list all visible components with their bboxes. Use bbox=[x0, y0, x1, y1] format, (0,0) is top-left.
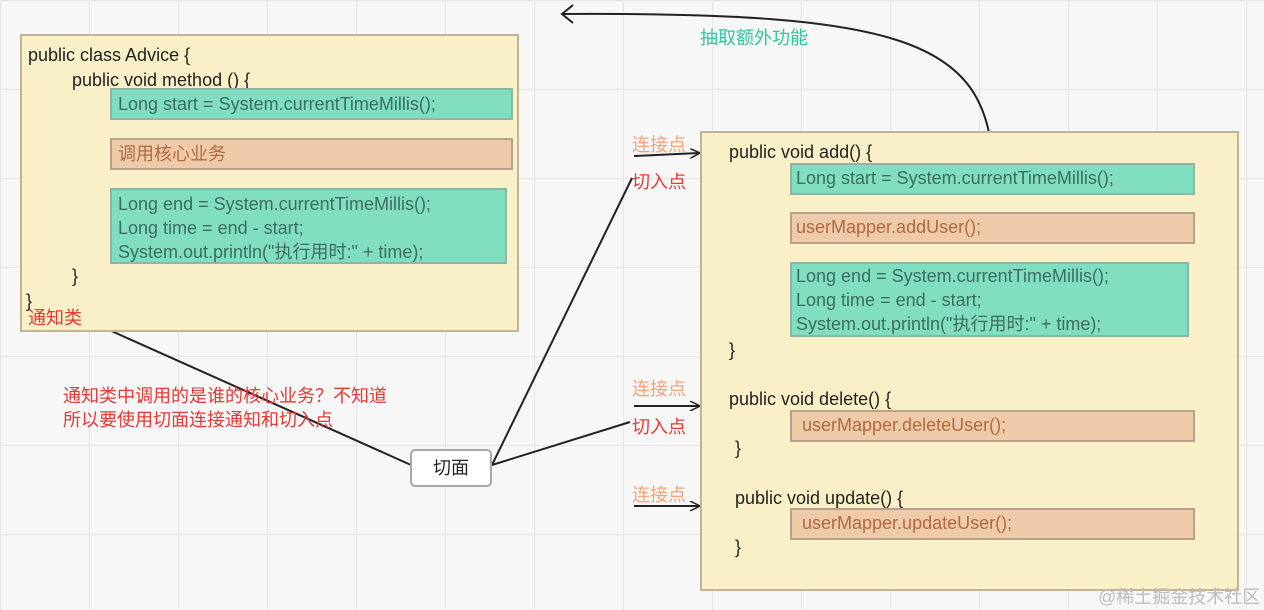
add-start-time-line: Long start = System.currentTimeMillis(); bbox=[796, 168, 1114, 188]
watermark: @稀土掘金技术社区 bbox=[1098, 587, 1261, 607]
aspect-to-pointcut-delete-line bbox=[491, 421, 631, 466]
advice-start-time-box: Long start = System.currentTimeMillis(); bbox=[110, 88, 513, 120]
advice-method-declaration: public void method () { bbox=[72, 70, 251, 90]
advice-to-aspect-line bbox=[97, 324, 412, 466]
add-print-line: System.out.println("执行用时:" + time); bbox=[796, 314, 1102, 334]
advice-start-time-line: Long start = System.currentTimeMillis(); bbox=[118, 94, 436, 114]
advice-print-line: System.out.println("执行用时:" + time); bbox=[118, 242, 424, 262]
joinpoint-label-update: 连接点 bbox=[632, 485, 686, 505]
delete-core-call-box: userMapper.deleteUser(); bbox=[790, 410, 1195, 442]
question-note-line-1: 通知类中调用的是谁的核心业务？不知道 bbox=[63, 386, 387, 406]
add-time-calc-line: Long time = end - start; bbox=[796, 290, 982, 310]
advice-core-call-box: 调用核心业务 bbox=[110, 138, 513, 170]
extract-arc-arrow bbox=[561, 12, 994, 163]
add-start-time-box: Long start = System.currentTimeMillis(); bbox=[790, 163, 1195, 195]
joinpoint-arrow-add bbox=[633, 153, 699, 156]
question-note-line-2: 所以要使用切面连接通知和切入点 bbox=[63, 410, 333, 430]
update-core-call-box: userMapper.updateUser(); bbox=[790, 508, 1195, 540]
advice-end-block: Long end = System.currentTimeMillis(); L… bbox=[110, 188, 507, 264]
add-end-block: Long end = System.currentTimeMillis(); L… bbox=[790, 262, 1189, 337]
advice-class-label: 通知类 bbox=[28, 308, 82, 328]
joinpoint-label-delete: 连接点 bbox=[632, 379, 686, 399]
add-end-time-line: Long end = System.currentTimeMillis(); bbox=[796, 266, 1109, 286]
add-method-declaration: public void add() { bbox=[729, 142, 873, 162]
advice-class-panel bbox=[20, 34, 519, 332]
advice-method-close-brace: } bbox=[72, 266, 79, 286]
add-core-call-text: userMapper.addUser(); bbox=[796, 217, 982, 237]
advice-class-close-brace: } bbox=[26, 291, 33, 311]
advice-time-calc-line: Long time = end - start; bbox=[118, 218, 304, 238]
add-core-call-box: userMapper.addUser(); bbox=[790, 212, 1195, 244]
aspect-node: 切面 bbox=[410, 449, 492, 487]
delete-method-close-brace: } bbox=[735, 438, 742, 458]
advice-end-time-line: Long end = System.currentTimeMillis(); bbox=[118, 194, 431, 214]
advice-class-declaration: public class Advice { bbox=[28, 45, 191, 65]
delete-core-call-text: userMapper.deleteUser(); bbox=[802, 415, 1007, 435]
pointcut-label-delete: 切入点 bbox=[632, 417, 686, 437]
pointcut-label-add: 切入点 bbox=[632, 172, 686, 192]
extract-arc-arrowhead bbox=[560, 4, 574, 24]
update-method-declaration: public void update() { bbox=[735, 488, 904, 508]
update-core-call-text: userMapper.updateUser(); bbox=[802, 513, 1013, 533]
extract-functionality-label: 抽取额外功能 bbox=[700, 28, 808, 48]
add-method-close-brace: } bbox=[729, 340, 736, 360]
delete-method-declaration: public void delete() { bbox=[729, 389, 892, 409]
question-note: 通知类中调用的是谁的核心业务？不知道 所以要使用切面连接通知和切入点 bbox=[63, 384, 387, 432]
update-method-close-brace: } bbox=[735, 537, 742, 557]
aspect-to-pointcut-add-line bbox=[491, 177, 633, 466]
advice-core-call-text: 调用核心业务 bbox=[118, 144, 226, 164]
joinpoint-label-add: 连接点 bbox=[632, 135, 686, 155]
